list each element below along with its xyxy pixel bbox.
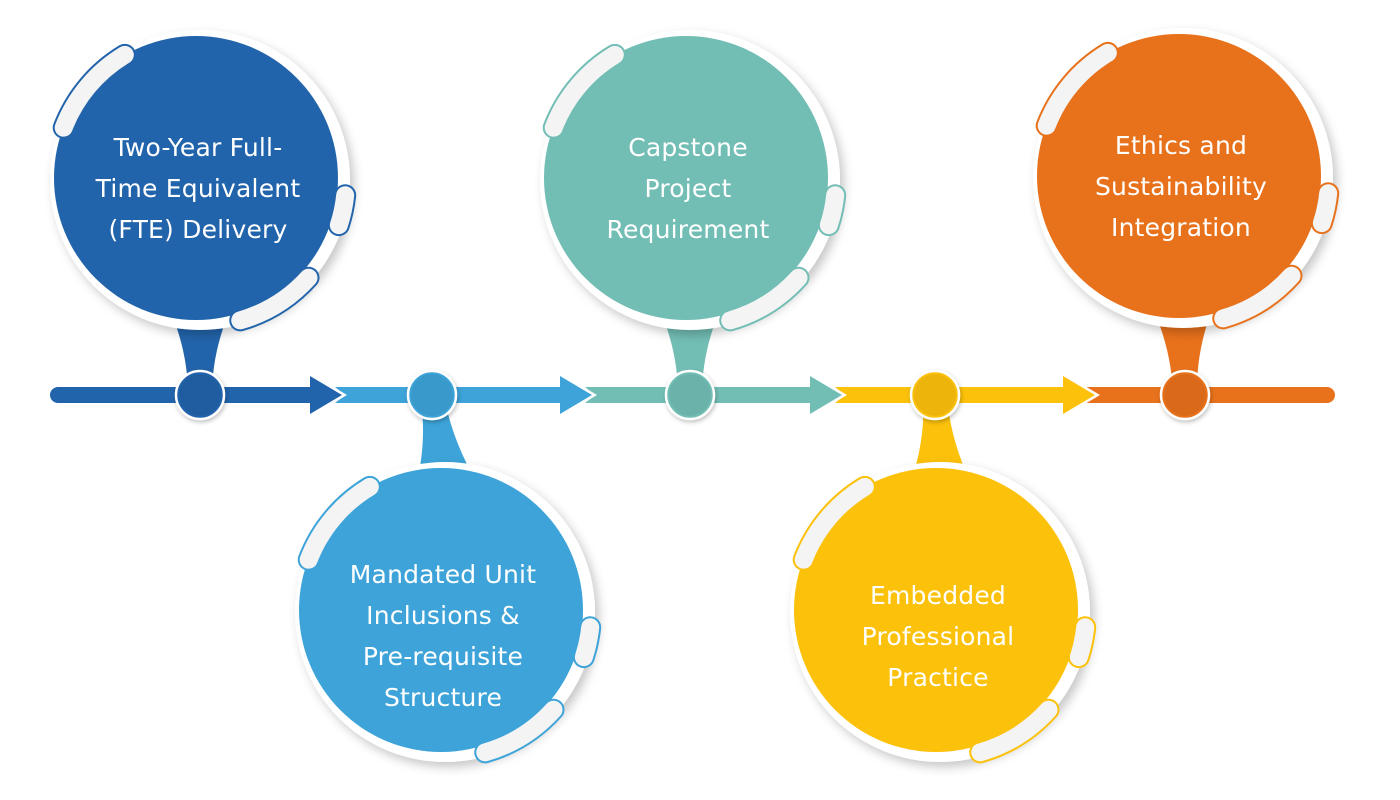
step-3 [540,30,847,421]
timeline-node [664,369,716,421]
timeline-arrow-segment-4 [835,376,1095,414]
step-circle [54,36,338,320]
step-1 [50,30,357,421]
timeline-arrow-segment-2 [335,376,592,414]
decorative-pill [231,268,318,330]
decorative-pill [794,477,874,569]
connector-stem [174,320,226,395]
decorative-pill [574,618,600,667]
timeline-node-shade [179,374,221,416]
decorative-pill [476,700,563,762]
timeline-node [406,369,458,421]
decorative-pill [54,45,134,137]
timeline-node-shade [1164,374,1206,416]
timeline-node [1159,369,1211,421]
timeline-node-shade [411,374,453,416]
step-4 [790,369,1097,764]
step-circles [50,28,1340,764]
decorative-pill [1214,266,1301,328]
decorative-pill [299,477,379,569]
decorative-pill [1069,618,1095,667]
step-circle [299,468,583,752]
timeline-node [909,369,961,421]
step-circle [794,468,1078,752]
step-5 [1033,28,1340,421]
decorative-pill [1312,184,1338,233]
step-circle [544,36,828,320]
decorative-pill [329,186,355,235]
decorative-pill [721,268,808,330]
connector-stem [664,320,716,395]
decorative-pill [971,700,1058,762]
timeline-node-shade [669,374,711,416]
decorative-pill [1037,43,1117,135]
step-2 [295,369,602,764]
timeline-node [174,369,226,421]
decorative-pill [544,45,624,137]
timeline-node-shade [914,374,956,416]
step-circle [1037,34,1321,318]
decorative-pill [819,186,845,235]
